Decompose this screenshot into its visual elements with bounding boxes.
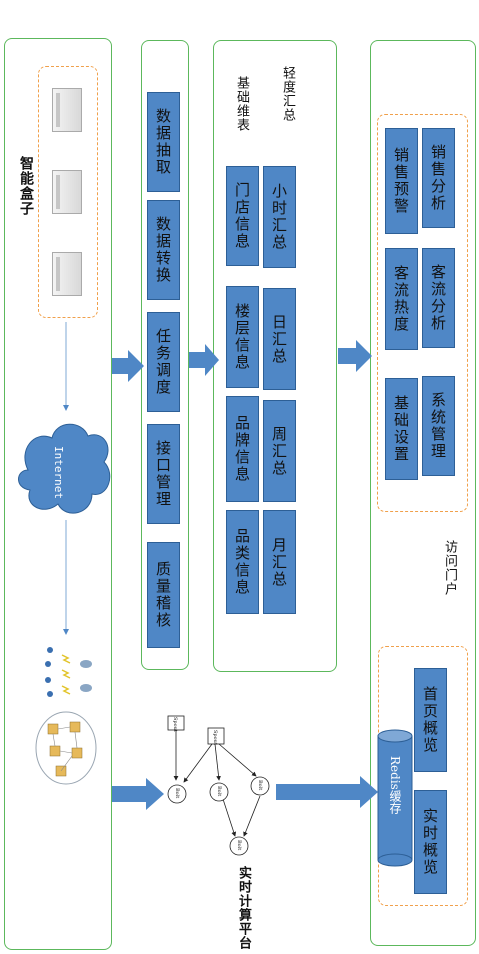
dim-store: 门店信息	[226, 166, 259, 266]
spout-node-2	[207, 727, 225, 745]
bolt-node-4	[229, 836, 249, 856]
summary-day: 日汇总	[263, 288, 296, 390]
realtime-title: 实时计算平台	[236, 866, 251, 950]
redis-cache-icon	[377, 729, 413, 867]
bolt-node-2	[209, 782, 229, 802]
portal-title: 访问门户	[442, 540, 457, 596]
portal-group	[377, 114, 468, 512]
spout-node-1	[167, 715, 185, 731]
bolt-label-1: Bolt	[174, 788, 180, 799]
bolt-label-3: Bolt	[257, 780, 263, 791]
network-topology-icon	[35, 647, 97, 785]
light-summary-title: 轻度汇总	[280, 66, 295, 122]
spout-label-1: Spout	[172, 717, 178, 732]
etl-item-transform: 数据转换	[147, 200, 180, 300]
panel-etl	[141, 40, 189, 670]
dim-brand: 品牌信息	[226, 396, 259, 502]
arrow-etl-to-summary	[189, 344, 219, 376]
base-dim-title: 基础维表	[234, 76, 249, 132]
dim-floor: 楼层信息	[226, 286, 259, 388]
portal-traffic-heat: 客流热度	[385, 248, 418, 350]
arrow-panel1-to-realtime	[112, 778, 164, 810]
etl-item-extract: 数据抽取	[147, 92, 180, 192]
panel-portal	[370, 40, 476, 946]
portal-traffic-analysis: 客流分析	[422, 248, 455, 348]
redis-cache-label: Redis缓存	[388, 756, 402, 814]
etl-item-interface: 接口管理	[147, 424, 180, 524]
arrow-realtime-to-portal	[276, 776, 378, 808]
smart-box-device-1	[52, 88, 82, 132]
portal-sales-warning: 销售预警	[385, 128, 418, 234]
dim-category: 品类信息	[226, 510, 259, 614]
portal-system-mgmt: 系统管理	[422, 376, 455, 476]
internet-cloud-icon	[18, 423, 111, 514]
etl-item-schedule: 任务调度	[147, 312, 180, 412]
smart-box-group	[38, 66, 98, 318]
internet-label: Internet	[52, 446, 65, 499]
portal-basic-settings: 基础设置	[385, 378, 418, 480]
portal-home-overview: 首页概览	[414, 668, 447, 772]
bolt-node-3	[250, 776, 270, 796]
smart-box-device-2	[52, 170, 82, 214]
arrow-summary-to-portal	[338, 340, 372, 372]
bolt-label-4: Bolt	[236, 840, 242, 851]
portal-sales-analysis: 销售分析	[422, 128, 455, 228]
bolt-label-2: Bolt	[216, 786, 222, 797]
spout-label-2: Spout	[212, 730, 218, 745]
portal-realtime-overview: 实时概览	[414, 790, 447, 894]
smart-box-title: 智能盒子	[18, 156, 34, 216]
smart-box-device-3	[52, 252, 82, 296]
etl-item-quality: 质量稽核	[147, 542, 180, 648]
summary-hour: 小时汇总	[263, 166, 296, 268]
bolt-node-1	[167, 784, 187, 804]
summary-week: 周汇总	[263, 400, 296, 502]
summary-month: 月汇总	[263, 510, 296, 614]
storm-topology	[167, 715, 270, 856]
panel-smart-box	[4, 38, 112, 950]
arrow-panel1-to-etl	[112, 350, 144, 382]
